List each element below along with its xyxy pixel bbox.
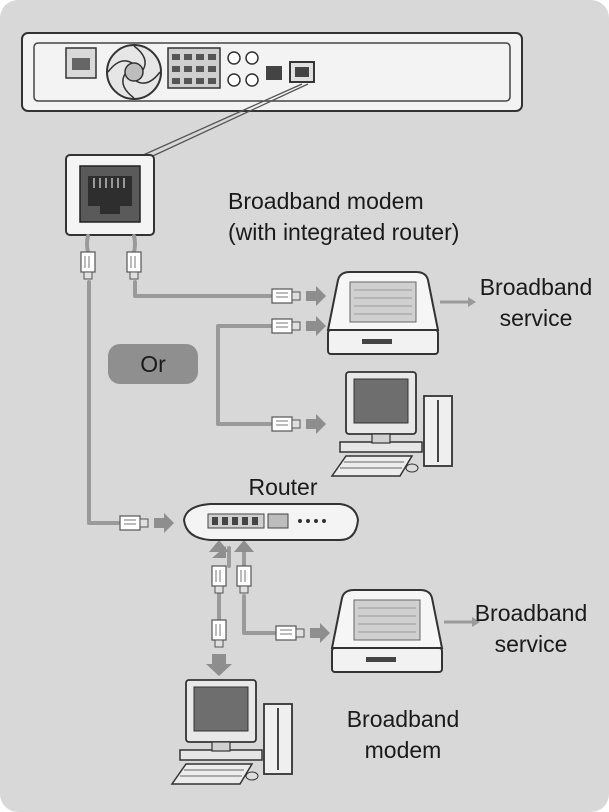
service-bottom-label-line2: service [494, 631, 568, 657]
router-icon [182, 503, 360, 541]
broadband-modem-router-icon [327, 271, 476, 355]
service-top-label-line1: Broadband [479, 274, 593, 300]
modem-bottom-label: Broadband modem [330, 704, 476, 766]
connection-arrows [154, 286, 330, 676]
broadband-modem-icon [331, 589, 480, 673]
modem-bottom-label-line2: modem [364, 737, 442, 763]
computer-bottom-icon [171, 679, 293, 785]
modem-router-label: Broadband modem (with integrated router) [228, 186, 459, 248]
service-top-label: Broadband service [466, 272, 606, 334]
or-badge: Or [108, 344, 198, 384]
router-label: Router [248, 474, 318, 500]
back-panel-device [21, 32, 523, 112]
modem-bottom-label-line1: Broadband [346, 706, 460, 732]
service-bottom-label-line1: Broadband [474, 600, 588, 626]
service-bottom-label: Broadband service [458, 598, 604, 660]
modem-router-label-line1: Broadband modem [228, 188, 424, 214]
lan-port [65, 83, 309, 236]
computer-top-icon [331, 371, 453, 477]
modem-router-label-line2: (with integrated router) [228, 219, 460, 245]
cable-plugs [80, 251, 305, 648]
service-top-label-line2: service [499, 305, 573, 331]
